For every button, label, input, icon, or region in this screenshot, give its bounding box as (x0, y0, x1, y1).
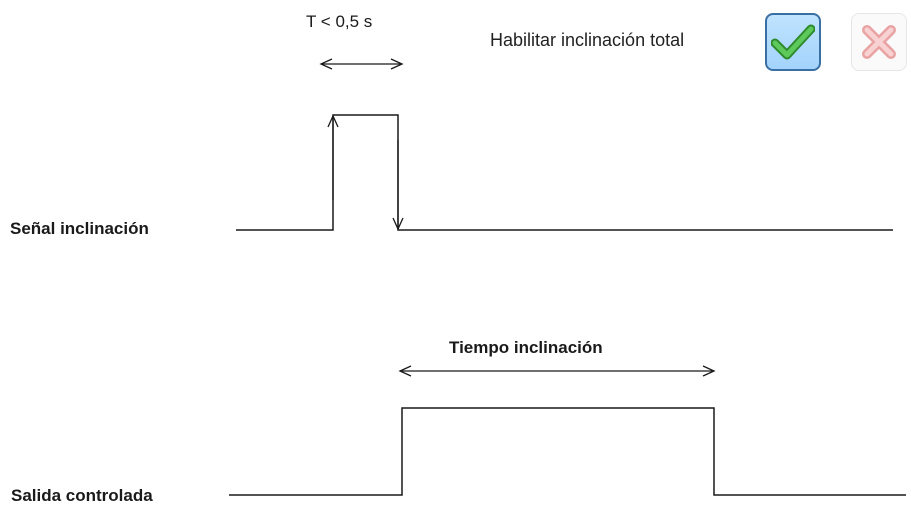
disable-button[interactable] (851, 13, 907, 71)
check-icon (771, 24, 815, 60)
enable-full-tilt-label: Habilitar inclinación total (490, 30, 685, 50)
tilt-time-label: Tiempo inclinación (449, 338, 603, 357)
cross-icon (862, 25, 896, 59)
tilt-signal-waveform (236, 114, 893, 231)
enable-button[interactable] (765, 13, 821, 71)
pulse-duration-label: T < 0,5 s (306, 12, 373, 31)
controlled-output-waveform (229, 407, 906, 496)
tilt-signal-label: Señal inclinación (10, 219, 149, 238)
controlled-output-label: Salida controlada (11, 486, 153, 505)
